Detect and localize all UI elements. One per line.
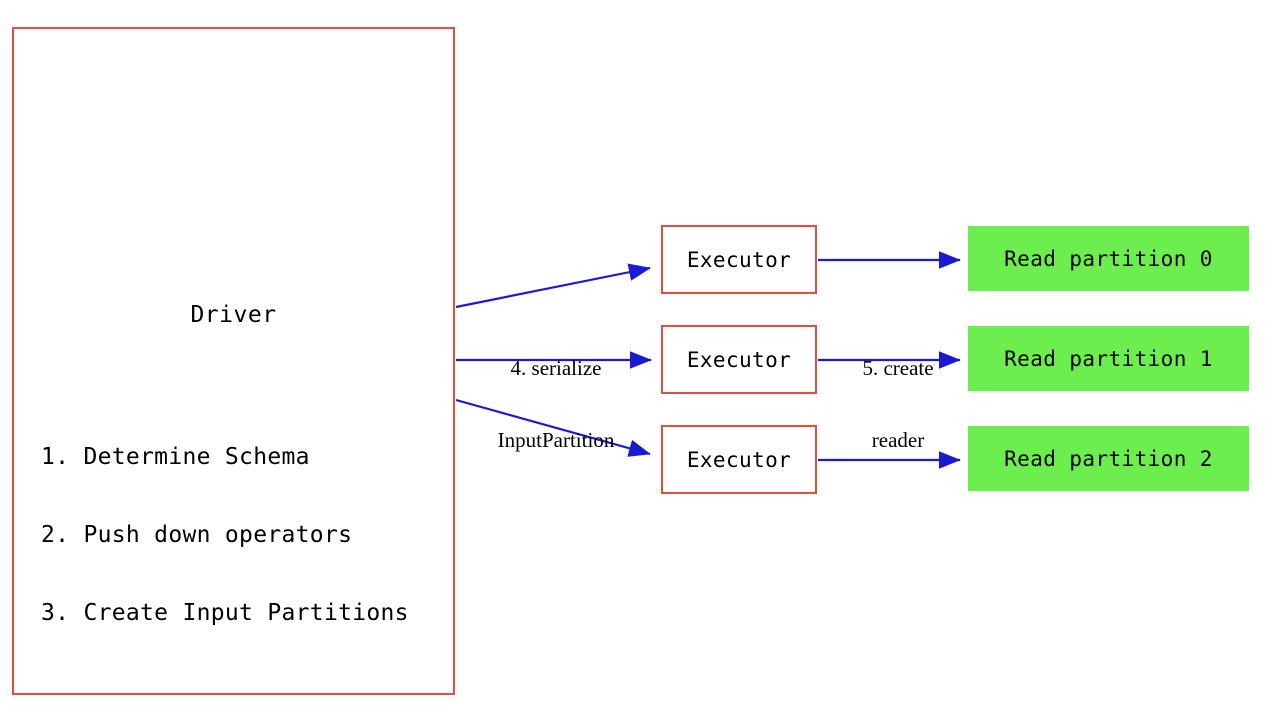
driver-step-3: 3. Create Input Partitions bbox=[41, 600, 409, 626]
edge-label-create-reader-line-1: 5. create bbox=[862, 356, 934, 380]
driver-box: Driver 1. Determine Schema 2. Push down … bbox=[12, 27, 455, 695]
read-partition-label-0: Read partition 0 bbox=[1004, 246, 1213, 271]
read-partition-box-1: Read partition 1 bbox=[968, 326, 1249, 391]
executor-box-1: Executor bbox=[661, 325, 817, 394]
edge-label-serialize-line-1: 4. serialize bbox=[510, 356, 602, 380]
executor-label-1: Executor bbox=[686, 347, 792, 372]
edge-label-create-reader: 5. create reader bbox=[838, 308, 958, 500]
executor-label-0: Executor bbox=[686, 247, 792, 272]
executor-label-2: Executor bbox=[686, 447, 792, 472]
driver-title: Driver bbox=[190, 302, 277, 328]
executor-box-2: Executor bbox=[661, 425, 817, 494]
read-partition-box-2: Read partition 2 bbox=[968, 426, 1249, 491]
edge-label-serialize-line-2: InputPartition bbox=[497, 428, 615, 452]
driver-steps-list: 1. Determine Schema 2. Push down operato… bbox=[41, 392, 409, 678]
driver-step-1: 1. Determine Schema bbox=[41, 444, 310, 470]
executor-box-0: Executor bbox=[661, 225, 817, 294]
arrow-driver-to-executor-0 bbox=[455, 263, 651, 309]
edge-label-serialize-input-partition: 4. serialize InputPartition bbox=[472, 308, 640, 500]
driver-step-2: 2. Push down operators bbox=[41, 522, 353, 548]
read-partition-label-2: Read partition 2 bbox=[1004, 446, 1213, 471]
edge-label-create-reader-line-2: reader bbox=[871, 428, 925, 452]
read-partition-box-0: Read partition 0 bbox=[968, 226, 1249, 291]
read-partition-label-1: Read partition 1 bbox=[1004, 346, 1213, 371]
